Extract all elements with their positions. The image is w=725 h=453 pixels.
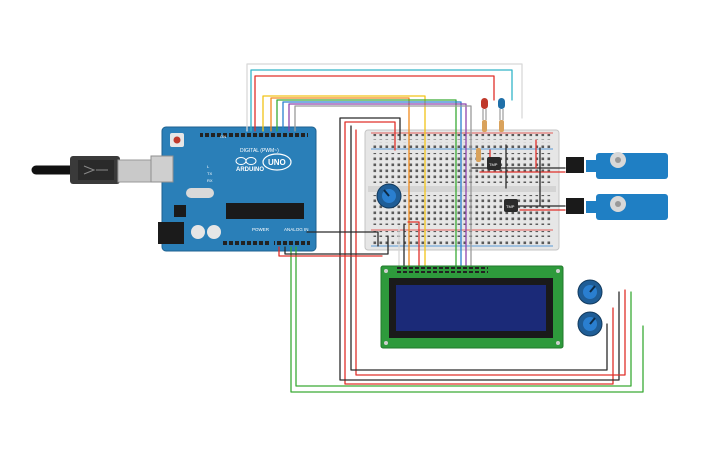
digital-label: DIGITAL (PWM~) <box>240 148 279 154</box>
power-jack <box>158 222 184 244</box>
usb-cable <box>31 156 169 184</box>
breadboard <box>364 129 560 251</box>
arduino-uno-board: DIGITAL (PWM~) ARDUINO UNO POWER ANALOG … <box>150 126 317 252</box>
breadboard-bottom-rail[interactable] <box>371 231 553 237</box>
usb-port <box>150 155 174 183</box>
resistor-3[interactable] <box>476 148 481 162</box>
resistor-2[interactable] <box>499 120 504 132</box>
crystal <box>186 188 214 198</box>
l-label: L <box>207 164 210 169</box>
breadboard-top-rail[interactable] <box>371 134 553 140</box>
lcd-display <box>380 265 564 349</box>
arduino-brand-label: ARDUINO <box>236 167 264 173</box>
potentiometer-2[interactable] <box>577 311 603 337</box>
wires <box>246 63 644 393</box>
resistor-1[interactable] <box>482 120 487 132</box>
svg-text:TMP: TMP <box>506 204 515 209</box>
wire-white-top[interactable] <box>246 63 523 132</box>
power-pin-header[interactable] <box>223 240 269 247</box>
arduino-board-body <box>161 126 317 252</box>
wire-yellow[interactable] <box>262 95 426 269</box>
wire-cyan-top[interactable] <box>250 69 513 132</box>
wire-green-top[interactable] <box>276 99 457 269</box>
breadboard-center-channel <box>368 186 556 192</box>
capacitor-2 <box>207 225 221 239</box>
wire-green-pot2[interactable] <box>290 246 644 393</box>
wire-blue[interactable] <box>282 101 462 269</box>
microcontroller-chip <box>226 203 304 219</box>
rx-label: RX <box>207 178 213 183</box>
led-blue <box>498 98 505 120</box>
analog-pin-header[interactable] <box>274 240 310 247</box>
wire-orange[interactable] <box>270 97 410 269</box>
wire-red-long[interactable] <box>344 121 614 385</box>
digital-pin-header[interactable] <box>200 131 308 138</box>
servo-1[interactable] <box>566 152 668 179</box>
potentiometer-breadboard[interactable] <box>376 183 402 209</box>
tx-label: TX <box>207 171 212 176</box>
led-red <box>481 98 488 120</box>
wire-purple[interactable] <box>288 103 467 269</box>
wire-green-pot1[interactable] <box>295 246 632 387</box>
on-label: ON <box>220 134 226 139</box>
servo-2[interactable] <box>566 194 668 220</box>
lcd-screen <box>396 285 546 331</box>
analog-label: ANALOG IN <box>284 227 309 232</box>
arduino-model-label: UNO <box>268 158 286 167</box>
lcd-pin-header[interactable] <box>396 267 488 273</box>
wire-black-long[interactable] <box>339 117 620 381</box>
wire-red-top[interactable] <box>254 75 495 132</box>
wire-grey[interactable] <box>294 105 472 269</box>
capacitor-1 <box>191 225 205 239</box>
potentiometer-1[interactable] <box>577 279 603 305</box>
temperature-sensor-2[interactable]: TMP <box>504 199 518 212</box>
power-label: POWER <box>252 227 270 232</box>
temperature-sensor-1[interactable]: TMP <box>487 157 501 170</box>
svg-text:TMP: TMP <box>489 162 498 167</box>
